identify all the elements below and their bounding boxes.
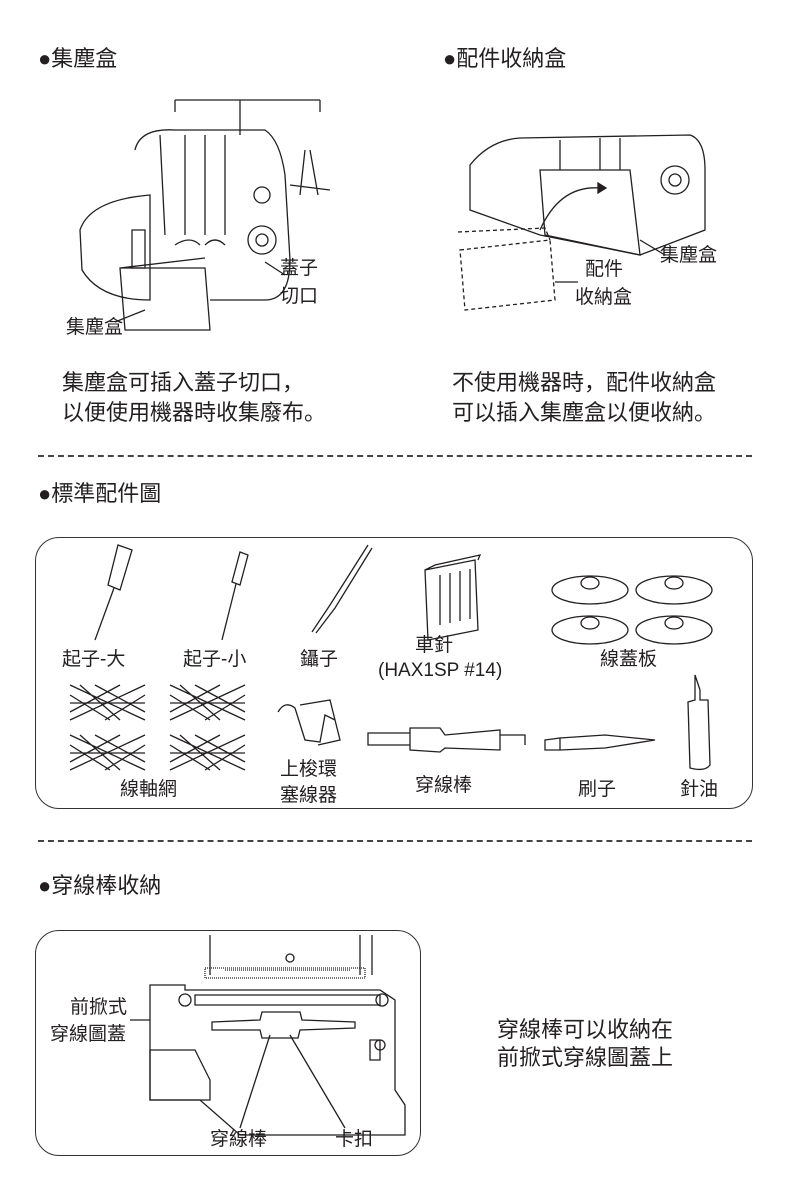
oiler-label: 針油 xyxy=(680,779,719,800)
tweezers-label: 鑷子 xyxy=(300,649,339,670)
threader-icon xyxy=(367,727,526,753)
accessory-box-heading: ●配件收納盒 xyxy=(443,46,567,71)
dust-box-description-line1: 集塵盒可插入蓋子切口， xyxy=(62,370,305,395)
accessory-box-insertion-illustration xyxy=(457,134,706,311)
looper-threader-label-line2: 塞線器 xyxy=(280,785,338,806)
looper-threader-label-line1: 上梭環 xyxy=(280,759,338,780)
needle-label: 車針 xyxy=(415,635,454,656)
cover-slot-label-line1: 蓋子 xyxy=(280,258,319,279)
threader-storage-description-line1: 穿線棒可以收納在 xyxy=(497,1017,674,1042)
section-divider-2 xyxy=(38,840,752,842)
dust-box-description-line2: 以便使用機器時收集廢布。 xyxy=(62,400,327,425)
threader-label: 穿線棒 xyxy=(415,775,473,796)
dust-box-label: 集塵盒 xyxy=(66,317,124,338)
brush-icon xyxy=(544,734,656,751)
front-cover-label-line2: 穿線圖蓋 xyxy=(50,1024,127,1045)
threader-storage-label: 穿線棒 xyxy=(210,1129,268,1150)
accessory-box-label-line1: 配件 xyxy=(585,259,624,280)
spool-cap-icons xyxy=(551,575,713,645)
screwdriver-large-label: 起子-大 xyxy=(62,649,126,670)
threader-storage-panel xyxy=(35,930,421,1156)
serger-with-dust-box-illustration xyxy=(79,99,331,331)
screwdriver-small-label: 起子-小 xyxy=(183,649,247,670)
oiler-icon xyxy=(687,674,711,771)
needle-model-label: (HAX1SP #14) xyxy=(378,660,503,681)
spool-net-label: 線軸網 xyxy=(120,779,178,800)
needle-pack-icon xyxy=(424,554,482,641)
accessories-illustrations xyxy=(69,544,713,771)
accessory-box-label-line2: 收納盒 xyxy=(575,287,633,308)
tweezers-icon xyxy=(311,544,373,634)
spool-cap-label: 線蓋板 xyxy=(600,649,658,670)
threader-storage-description-line2: 前掀式穿線圖蓋上 xyxy=(497,1045,674,1070)
dust-box-label-2: 集塵盒 xyxy=(660,245,718,266)
dust-box-heading: ●集塵盒 xyxy=(38,46,118,71)
cover-slot-label-line2: 切口 xyxy=(280,286,319,307)
accessory-box-description-line2: 可以插入集塵盒以便收納。 xyxy=(452,400,717,425)
brush-label: 刷子 xyxy=(578,779,617,800)
looper-threader-icon xyxy=(277,699,341,746)
spool-net-icons xyxy=(69,684,246,771)
accessories-panel xyxy=(35,537,753,809)
accessory-box-description-line1: 不使用機器時，配件收納盒 xyxy=(452,370,717,395)
section-divider xyxy=(38,455,752,457)
front-cover-label-line1: 前掀式 xyxy=(70,997,128,1018)
clip-label: 卡扣 xyxy=(335,1129,374,1150)
threader-storage-heading: ●穿線棒收納 xyxy=(38,873,162,898)
screwdriver-small-icon xyxy=(221,551,249,641)
standard-accessories-heading: ●標準配件圖 xyxy=(38,481,162,506)
screwdriver-large-icon xyxy=(94,544,133,641)
